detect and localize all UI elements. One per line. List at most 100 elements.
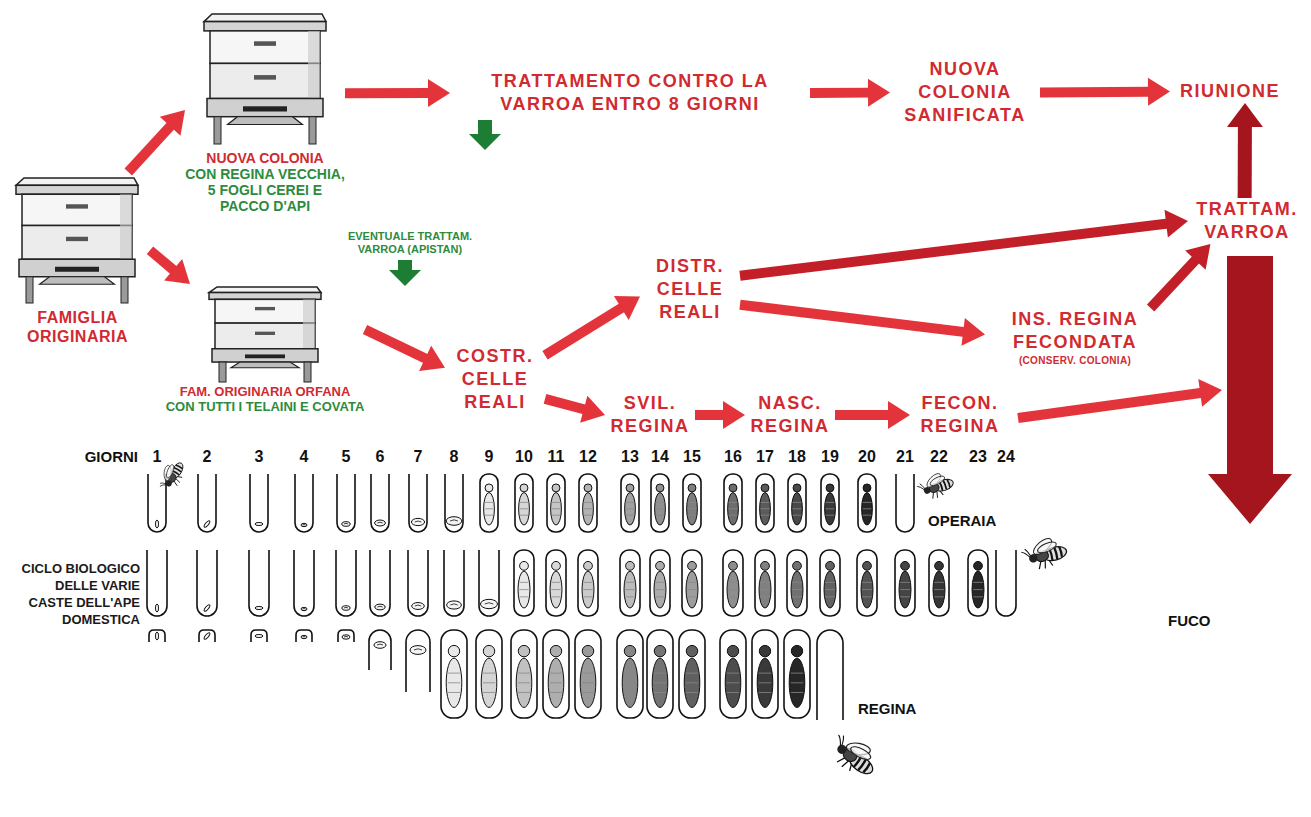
pupa-head — [584, 484, 592, 492]
hive-roof — [16, 185, 138, 194]
pupa-segment — [791, 692, 803, 693]
pupa-segment — [687, 596, 697, 597]
hive-entrance — [55, 267, 99, 272]
pupa — [728, 493, 739, 525]
pupa-segment — [551, 596, 561, 597]
pupa — [760, 493, 771, 525]
egg — [203, 632, 210, 640]
larva — [342, 635, 350, 639]
row-title: CICLO BIOLOGICO DELLE VARIE CASTE DELL'A… — [12, 560, 140, 628]
pupa-segment — [934, 596, 944, 597]
pupa-segment — [485, 508, 494, 509]
brood-cell — [294, 550, 314, 616]
flow-step: NUOVA COLONIA SANIFICATA — [890, 58, 1040, 127]
pupa-segment — [793, 502, 802, 503]
flow-step: DISTR. CELLE REALI — [640, 255, 740, 324]
capped-cell — [723, 550, 743, 616]
hive-base — [19, 259, 135, 277]
brood-cell — [295, 474, 313, 532]
pupa-segment — [686, 692, 698, 693]
pupa — [550, 571, 562, 608]
hive-handle — [255, 332, 275, 335]
pupa-head — [759, 645, 770, 656]
capped-cell — [579, 474, 597, 532]
flow-step: TRATTAM. VARROA — [1188, 198, 1306, 244]
pupa-segment — [934, 582, 944, 583]
pupa-segment — [973, 596, 983, 597]
egg — [255, 607, 263, 610]
flow-arrow — [128, 110, 185, 172]
egg — [156, 632, 159, 640]
capped-cell — [787, 550, 807, 616]
pupa-segment — [792, 589, 802, 590]
capped-cell — [441, 630, 467, 718]
pupa-segment — [584, 502, 593, 503]
capped-cell — [857, 550, 877, 616]
pupa — [933, 571, 945, 608]
pupa-head — [654, 645, 665, 656]
arrow-shaft — [835, 410, 890, 420]
pupa-segment — [728, 582, 738, 583]
pupa-segment — [727, 692, 739, 693]
day-number: 14 — [647, 449, 673, 465]
queen-cup — [338, 630, 354, 642]
pupa — [484, 493, 495, 525]
pupa-segment — [688, 502, 697, 503]
capped-cell — [651, 474, 669, 532]
pupa-segment — [626, 515, 635, 516]
day-number: 4 — [291, 449, 317, 465]
hive-leg — [121, 277, 128, 303]
pupa — [792, 493, 803, 525]
pupa-segment — [727, 682, 739, 683]
pupa-segment — [519, 589, 529, 590]
capped-cell — [647, 630, 673, 718]
step-text: NUOVA COLONIA — [185, 150, 345, 166]
capped-cell — [575, 630, 601, 718]
larva — [342, 522, 350, 527]
pupa-segment — [626, 502, 635, 503]
arrow-shaft — [810, 88, 870, 98]
pupa-segment — [483, 692, 495, 693]
egg — [255, 523, 263, 526]
flow-step: SVIL. REGINA — [605, 392, 695, 438]
pupa-segment — [761, 508, 770, 509]
hive-group: NUOVA COLONIACON REGINA VECCHIA, 5 FOGLI… — [185, 6, 345, 214]
pupa-head — [518, 645, 529, 656]
arrow-head — [1148, 78, 1170, 106]
capped-cell — [543, 630, 569, 718]
day-number: 8 — [441, 449, 467, 465]
flow-arrow — [545, 396, 605, 423]
day-number: 24 — [993, 449, 1019, 465]
hive-base — [207, 99, 323, 117]
step-text: COSTR. CELLE REALI — [448, 345, 542, 414]
caste-label: FUCO — [1168, 612, 1238, 629]
pupa-segment — [625, 582, 635, 583]
brood-cell — [336, 550, 356, 616]
pupa-head — [624, 645, 635, 656]
hive-shade — [308, 31, 320, 99]
arrow-head — [1198, 379, 1222, 407]
flow-step: COSTR. CELLE REALI — [445, 345, 545, 414]
hive-super — [215, 323, 315, 349]
pupa-segment — [760, 589, 770, 590]
day-number: 21 — [892, 449, 918, 465]
pupa — [861, 571, 873, 608]
pupa-segment — [761, 502, 770, 503]
pupa-segment — [761, 515, 770, 516]
pupa — [757, 658, 773, 707]
pupa-segment — [552, 515, 561, 516]
pupa-segment — [825, 589, 835, 590]
capped-cell — [546, 550, 566, 616]
hive-handle — [254, 41, 276, 46]
arrow-shaft — [740, 305, 965, 332]
pupa — [551, 493, 562, 525]
capped-cell — [756, 474, 774, 532]
pupa-segment — [483, 682, 495, 683]
capped-cell — [788, 474, 806, 532]
pupa-segment — [729, 502, 738, 503]
pupa-head — [552, 484, 560, 492]
capped-cell — [679, 630, 705, 718]
axis-title: GIORNI — [76, 449, 138, 465]
bee-wing — [929, 474, 946, 487]
